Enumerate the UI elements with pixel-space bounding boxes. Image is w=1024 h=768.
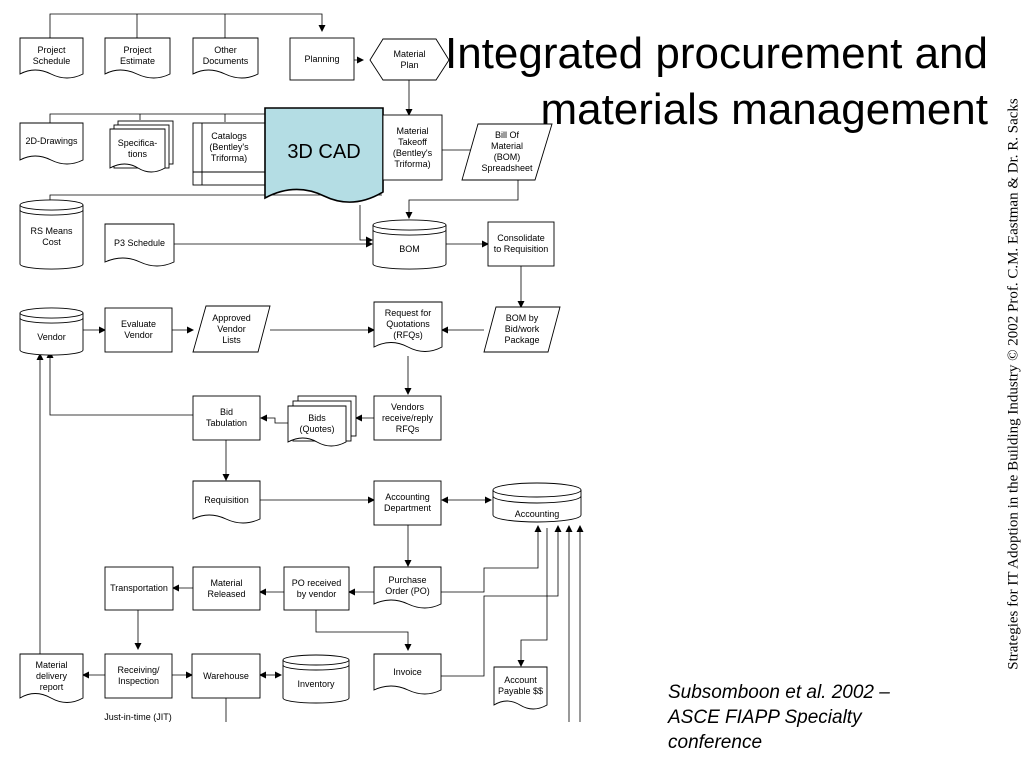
planning-box bbox=[289, 37, 355, 81]
material-plan-hex bbox=[369, 38, 450, 81]
side-credit: Strategies for IT Adoption in the Buildi… bbox=[1005, 98, 1022, 670]
po-received-box bbox=[283, 566, 350, 611]
rfq-label: Request for Quotations (RFQs) bbox=[384, 308, 432, 340]
slide-title: Integrated procurement and materials man… bbox=[444, 29, 988, 134]
material-delivery-doc bbox=[19, 653, 84, 703]
receiving-label: Receiving/ Inspection bbox=[117, 665, 160, 686]
project-schedule-label: Project Schedule bbox=[32, 45, 71, 66]
bids-label: Bids (Quotes) bbox=[299, 413, 335, 434]
other-documents-doc bbox=[192, 37, 259, 79]
catalogs-box bbox=[192, 122, 266, 186]
vendors-reply-box bbox=[373, 395, 442, 441]
p3-schedule-doc bbox=[104, 223, 175, 267]
bill-of-material-para bbox=[461, 123, 553, 181]
inventory-cylinder bbox=[282, 654, 350, 704]
consolidate-box bbox=[487, 221, 555, 267]
project-schedule-doc bbox=[19, 37, 84, 79]
warehouse-label: Warehouse bbox=[203, 670, 249, 681]
rfq-doc bbox=[373, 301, 443, 352]
account-payable-doc bbox=[493, 666, 548, 710]
project-estimate-doc bbox=[104, 37, 171, 79]
bids-doc bbox=[287, 405, 347, 447]
bill-of-material-label: Bill Of Material (BOM) Spreadsheet bbox=[481, 130, 533, 173]
warehouse-box bbox=[191, 653, 261, 699]
jit-label: Just-in-time (JIT) bbox=[104, 711, 172, 722]
approved-vendor-para bbox=[192, 305, 271, 353]
rs-means-label: RS Means Cost bbox=[30, 226, 73, 247]
material-delivery-label: Material delivery report bbox=[35, 659, 68, 692]
transportation-label: Transportation bbox=[110, 583, 168, 593]
invoice-doc bbox=[373, 653, 442, 695]
cad-3d-label: 3D CAD bbox=[287, 141, 361, 163]
vendor-cylinder bbox=[19, 307, 84, 356]
node-shapes bbox=[19, 37, 582, 710]
accounting-label: Accounting bbox=[514, 508, 560, 519]
rs-means-cylinder bbox=[19, 199, 84, 270]
accounting-dept-box bbox=[373, 480, 442, 526]
account-payable-label: Account Payable $$ bbox=[497, 675, 544, 696]
catalogs-label: Catalogs (Bentley's Triforma) bbox=[209, 131, 249, 163]
accounting-dept-label: Accounting Department bbox=[383, 492, 432, 513]
material-takeoff-label: Material Takeoff (Bentley's Triforma) bbox=[392, 125, 433, 169]
po-received-label: PO received by vendor bbox=[291, 577, 342, 599]
bom-bidwork-para bbox=[483, 306, 561, 353]
transportation-box bbox=[104, 566, 174, 611]
evaluate-vendor-label: Evaluate Vendor bbox=[120, 319, 157, 340]
specifications-label: Specifica- tions bbox=[117, 137, 158, 159]
cad-3d-doc bbox=[264, 107, 384, 203]
purchase-order-label: Purchase Order (PO) bbox=[385, 574, 430, 596]
planning-label: Planning bbox=[304, 53, 340, 64]
requisition-label: Requisition bbox=[204, 494, 249, 505]
approved-vendor-label: Approved Vendor Lists bbox=[212, 312, 251, 345]
evaluate-vendor-box bbox=[104, 307, 173, 353]
bom-label: BOM bbox=[399, 243, 420, 254]
bom-cylinder bbox=[372, 219, 447, 270]
invoice-label: Invoice bbox=[393, 666, 422, 677]
inventory-label: Inventory bbox=[297, 678, 335, 689]
material-released-box bbox=[192, 566, 261, 611]
bid-tabulation-box bbox=[192, 395, 261, 441]
consolidate-label: Consolidate to Requisition bbox=[493, 233, 549, 254]
receiving-box bbox=[104, 653, 173, 699]
purchase-order-doc bbox=[373, 566, 442, 609]
vendor-label: Vendor bbox=[37, 331, 66, 342]
project-estimate-label: Project Estimate bbox=[119, 45, 155, 66]
material-plan-label: Material Plan bbox=[393, 48, 426, 70]
material-released-label: Material Released bbox=[207, 577, 246, 599]
p3-schedule-label: P3 Schedule bbox=[113, 237, 166, 248]
drawings-2d-doc bbox=[19, 122, 84, 165]
other-documents-label: Other Documents bbox=[202, 45, 249, 66]
bid-tabulation-label: Bid Tabulation bbox=[205, 407, 248, 428]
bom-bidwork-label: BOM by Bid/work Package bbox=[504, 313, 540, 345]
material-takeoff-box bbox=[382, 114, 443, 181]
citation: Subsomboon et al. 2002 – ASCE FIAPP Spec… bbox=[668, 682, 890, 753]
vendors-reply-label: Vendors receive/reply RFQs bbox=[381, 401, 434, 434]
accounting-cylinder bbox=[492, 482, 582, 523]
requisition-doc bbox=[192, 480, 261, 524]
specifications-doc bbox=[109, 128, 166, 173]
drawings-2d-label: 2D-Drawings bbox=[25, 136, 78, 146]
